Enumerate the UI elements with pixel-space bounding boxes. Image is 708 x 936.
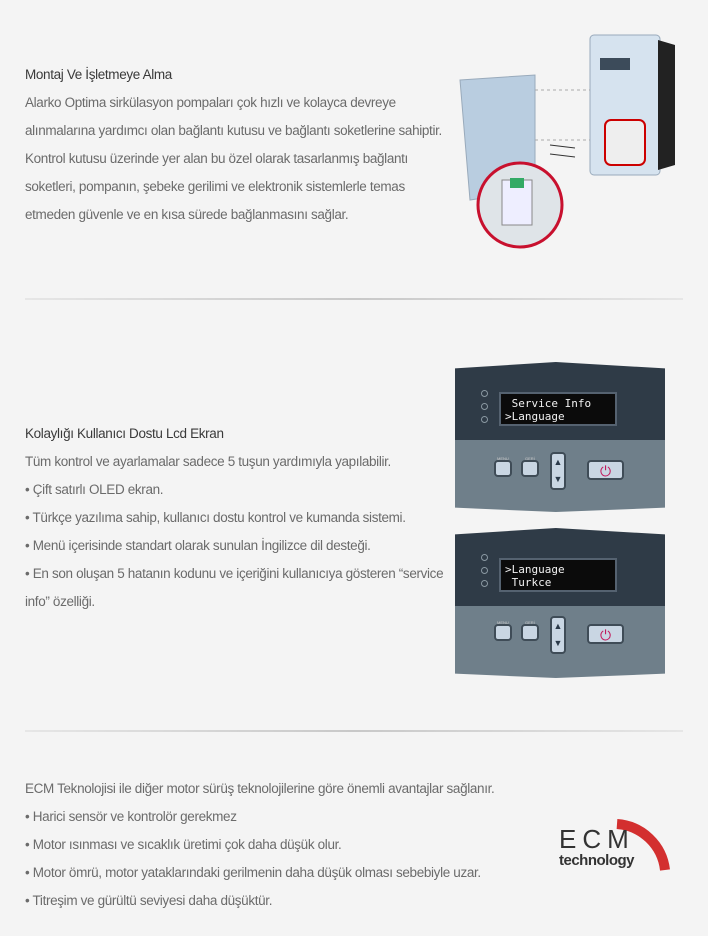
menu-label: MENU	[497, 456, 509, 461]
geri-label: GERİ	[525, 620, 535, 625]
geri-label: GERİ	[525, 456, 535, 461]
lcd-panel-2: >Language Turkce MENU GERİ ▲▼ ⏻	[455, 528, 665, 678]
up-down-button[interactable]: ▲▼	[550, 452, 566, 490]
lcd-screen: Service Info >Language	[499, 392, 617, 426]
lcd-panel-1: Service Info >Language MENU GERİ ▲▼ ⏻	[455, 362, 665, 512]
menu-button[interactable]	[494, 624, 512, 641]
back-button[interactable]	[521, 460, 539, 477]
menu-label: MENU	[497, 620, 509, 625]
logo-technology: technology	[559, 852, 635, 869]
led-indicator	[481, 554, 488, 561]
led-indicator	[481, 390, 488, 397]
text-line: Alarko Optima sirkülasyon pompaları çok …	[25, 95, 396, 110]
lcd-screen: >Language Turkce	[499, 558, 617, 592]
text-line: Tüm kontrol ve ayarlamalar sadece 5 tuşu…	[25, 454, 391, 469]
section-title: Montaj Ve İşletmeye Alma	[25, 67, 172, 82]
text-line: alınmalarına yardımcı olan bağlantı kutu…	[25, 123, 442, 138]
back-button[interactable]	[521, 624, 539, 641]
led-indicator	[481, 580, 488, 587]
text-line: Kontrol kutusu üzerinde yer alan bu özel…	[25, 151, 408, 166]
section-divider	[25, 298, 683, 300]
led-indicator	[481, 567, 488, 574]
text-line: • Harici sensör ve kontrolör gerekmez	[25, 809, 237, 824]
led-indicator	[481, 403, 488, 410]
text-line: etmeden güvenle ve en kısa sürede bağlan…	[25, 207, 349, 222]
text-line: • Menü içerisinde standart olarak sunula…	[25, 538, 371, 553]
text-line: ECM Teknolojisi ile diğer motor sürüş te…	[25, 781, 495, 796]
menu-button[interactable]	[494, 460, 512, 477]
text-line: • Çift satırlı OLED ekran.	[25, 482, 164, 497]
text-line: soketleri, pompanın, şebeke gerilimi ve …	[25, 179, 405, 194]
gauge-arc-icon	[616, 819, 670, 871]
text-line: • Motor ömrü, motor yataklarındaki geril…	[25, 865, 481, 880]
text-line: • Türkçe yazılıma sahip, kullanıcı dostu…	[25, 510, 406, 525]
power-button[interactable]: ⏻	[587, 624, 624, 644]
led-indicator	[481, 416, 488, 423]
section-lcd: Kolaylığı Kullanıcı Dostu Lcd Ekran Tüm …	[25, 420, 444, 616]
text-line: • En son oluşan 5 hatanın kodunu ve içer…	[25, 566, 444, 581]
up-down-button[interactable]: ▲▼	[550, 616, 566, 654]
logo-ecm: ECM	[559, 824, 635, 854]
text-line: • Motor ısınması ve sıcaklık üretimi çok…	[25, 837, 342, 852]
ecm-technology-logo: ECM technology	[555, 812, 675, 874]
section-installation: Montaj Ve İşletmeye Alma Alarko Optima s…	[25, 61, 442, 229]
text-line: info” özelliği.	[25, 594, 95, 609]
section-ecm: ECM Teknolojisi ile diğer motor sürüş te…	[25, 775, 495, 915]
control-box-illustration	[459, 34, 675, 249]
power-button[interactable]: ⏻	[587, 460, 624, 480]
text-line: • Titreşim ve gürültü seviyesi daha düşü…	[25, 893, 273, 908]
section-divider	[25, 730, 683, 732]
section-title: Kolaylığı Kullanıcı Dostu Lcd Ekran	[25, 426, 224, 441]
